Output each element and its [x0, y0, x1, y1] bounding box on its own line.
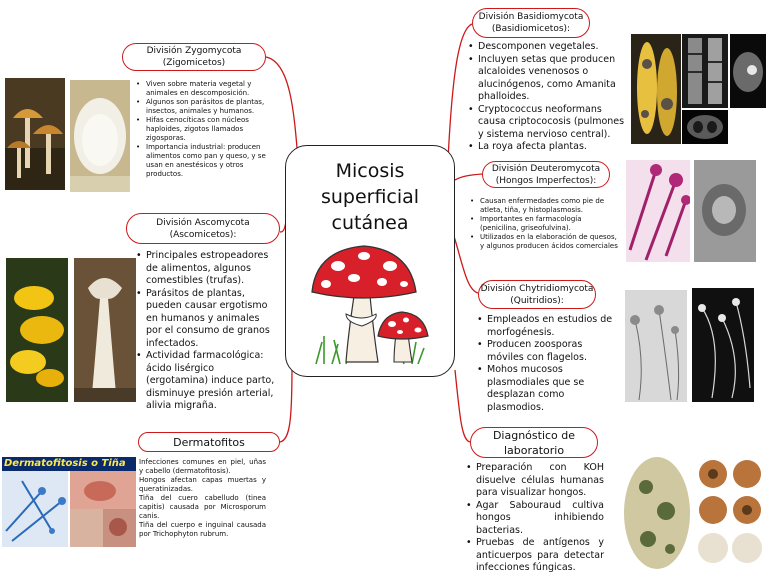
list-item: Algunos son parásitos de plantas, insect… [136, 98, 266, 116]
list-item: Viven sobre materia vegetal y animales e… [136, 80, 266, 98]
photo-dermatofitos-skin [70, 471, 136, 547]
photo-diagnostico-petri-dish [622, 453, 692, 571]
node-chytridiomycota: División Chytridiomycota (Quitridios): [478, 280, 596, 309]
photo-dermatofitos-microscopy [2, 471, 68, 547]
connector-dermatofitos [279, 364, 293, 443]
central-title: Micosis superficial cutánea [320, 160, 420, 234]
photo-deuteromycota-microscopy [694, 160, 756, 262]
photo-basidiomycota-ct-scan [682, 110, 728, 144]
photo-zygomycota-mold [70, 80, 130, 192]
list-item: Hongos afectan capas muertas y queratini… [139, 476, 266, 493]
photo-basidiomycota-mri [730, 34, 766, 108]
list-item: Utilizados en la elaboración de quesos, … [470, 233, 620, 251]
list-item: Agar Sabouraud cultiva hongos inhibiendo… [466, 500, 604, 538]
node-zygomycota: División Zygomycota (Zigomicetos) [122, 43, 266, 71]
list-item: Hifas cenocíticas con núcleos haploides,… [136, 116, 266, 143]
node-deuteromycota: División Deuteromycota (Hongos Imperfect… [482, 161, 610, 188]
photo-diagnostico-cultures [695, 452, 765, 572]
photo-deuteromycota-stained-hyphae [626, 160, 690, 262]
photo-zygomycota-mushrooms [5, 78, 65, 190]
photo-chytridiomycota-zoospores [625, 290, 687, 402]
amanita-mushroom-icon [311, 245, 429, 365]
list-item: Importancia industrial: producen aliment… [136, 143, 266, 179]
connector-diagnostico [454, 369, 471, 443]
node-basidiomycota: División Basidiomycota (Basidiomicetos): [472, 8, 590, 38]
deuteromycota-list: Causan enfermedades como pie de atleta, … [470, 197, 620, 251]
chytridiomycota-list: Empleados en estudios de morfogénesis. P… [477, 314, 617, 414]
photo-basidiomycota-xray [682, 34, 728, 108]
node-diagnostico: Diagnóstico de laboratorio [470, 427, 598, 458]
list-item: La roya afecta plantas. [468, 141, 630, 154]
list-item: Principales estropeadores de alimentos, … [136, 250, 278, 288]
connector-deuteromycota [454, 173, 483, 181]
node-dermatofitos: Dermatofitos [138, 432, 280, 452]
list-item: Producen zoosporas móviles con flagelos. [477, 339, 617, 364]
list-item: Importantes en farmacología (penicilina,… [470, 215, 620, 233]
photo-ascomycota-helvella [74, 258, 136, 402]
dermatofitos-list: Infecciones comunes en piel, uñas y cabe… [139, 458, 266, 539]
ascomycota-list: Principales estropeadores de alimentos, … [136, 250, 278, 413]
connector-zygomycota [265, 56, 299, 161]
list-item: Actividad farmacológica: ácido lisérgico… [136, 350, 278, 413]
central-topic: Micosis superficial cutánea [285, 145, 455, 377]
list-item: Tiña del cuero cabelludo (tinea capitis)… [139, 494, 266, 520]
list-item: Infecciones comunes en piel, uñas y cabe… [139, 458, 266, 475]
list-item: Tiña del cuerpo e inguinal causada por T… [139, 521, 266, 538]
connector-basidiomycota [447, 23, 473, 161]
photo-ascomycota-yellow-fungi [6, 258, 68, 402]
photo-chytridiomycota-flagella [692, 288, 754, 402]
list-item: Descomponen vegetales. [468, 41, 630, 54]
dermatofitosis-banner: Dermatofitosis o Tiña [2, 457, 136, 471]
list-item: Causan enfermedades como pie de atleta, … [470, 197, 620, 215]
list-item: Pruebas de antígenos y anticuerpos para … [466, 537, 604, 575]
zygomycota-list: Viven sobre materia vegetal y animales e… [136, 80, 266, 179]
list-item: Cryptococcus neoformans causa criptococo… [468, 104, 630, 142]
list-item: Mohos mucosos plasmodiales que se despla… [477, 364, 617, 414]
list-item: Empleados en estudios de morfogénesis. [477, 314, 617, 339]
list-item: Parásitos de plantas, pueden causar ergo… [136, 288, 278, 351]
basidiomycota-list: Descomponen vegetales. Incluyen setas qu… [468, 41, 630, 154]
diagnostico-list: Preparación con KOH disuelve células hum… [466, 462, 604, 575]
photo-basidiomycota-corn-smut [631, 34, 681, 144]
list-item: Preparación con KOH disuelve células hum… [466, 462, 604, 500]
node-ascomycota: División Ascomycota (Ascomicetos): [126, 213, 280, 244]
list-item: Incluyen setas que producen alcaloides v… [468, 54, 630, 104]
